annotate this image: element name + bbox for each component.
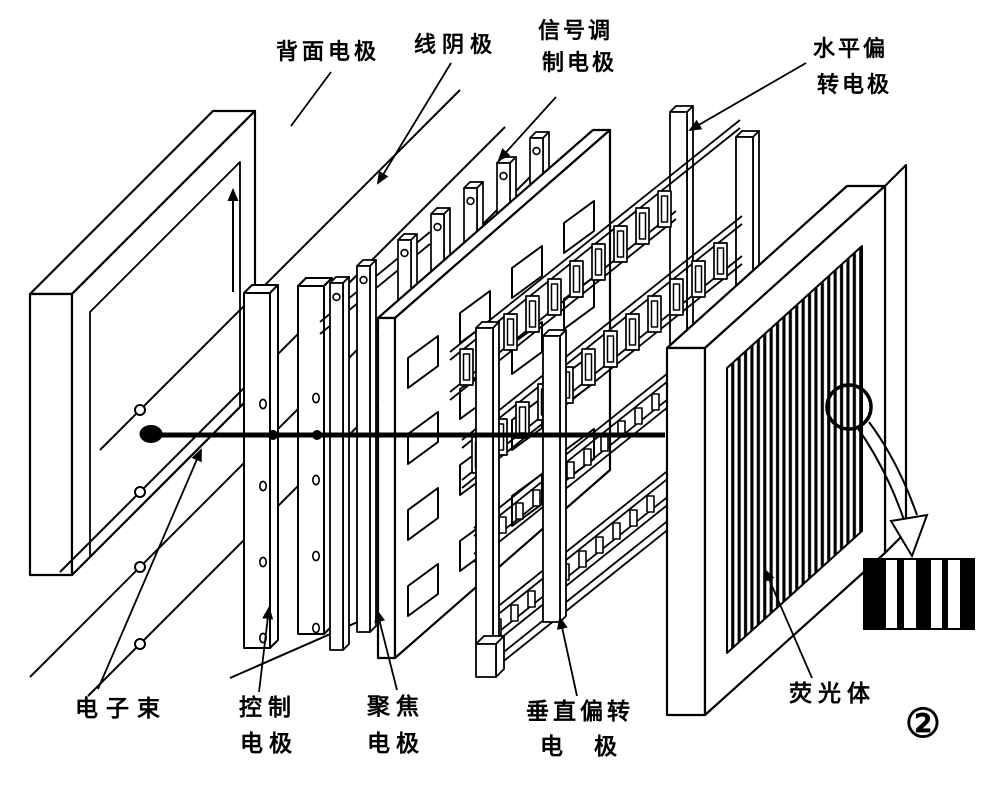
leader-signal-modulation <box>497 96 557 162</box>
magnifier-callout <box>825 383 929 559</box>
beam-spot <box>139 425 163 443</box>
label-signal-modulation-line2: 制电极 <box>542 50 618 76</box>
focusing-electrode-plate <box>376 128 612 660</box>
leader-focusing-electrode <box>374 609 398 691</box>
beam-dot <box>312 430 322 440</box>
label-horizontal-deflection-line1: 水平偏 <box>813 36 889 62</box>
leader-horizontal-deflection <box>688 62 807 132</box>
screen-front-edge <box>665 346 707 717</box>
label-focusing-electrode-line2: 电极 <box>367 730 425 757</box>
leader-control-electrode <box>258 606 274 693</box>
wire-end <box>134 404 146 416</box>
label-control-electrode-line1: 控制 <box>239 694 297 721</box>
label-signal-modulation-line1: 信号调 <box>538 18 614 44</box>
leader-lines <box>97 62 813 697</box>
signal-modulation-comb <box>319 131 550 651</box>
cathode-wire <box>59 126 506 573</box>
phosphor-stripes <box>726 245 863 654</box>
electron-beam <box>139 425 665 443</box>
focus-plate-front-edge <box>376 316 397 660</box>
beam-dot <box>268 430 278 440</box>
label-wire-cathode: 线阴极 <box>414 32 499 58</box>
vertical-deflection-comb <box>473 281 801 678</box>
leader-back-electrode <box>290 71 332 127</box>
back-electrode-panel <box>28 109 257 577</box>
label-horizontal-deflection-line2: 转电极 <box>817 72 893 98</box>
leader-wire-cathode <box>376 62 452 185</box>
label-electron-beam: 电子束 <box>75 695 168 722</box>
wire-end <box>134 486 146 498</box>
figure-number-badge: ② <box>905 700 941 747</box>
phosphor-screen <box>665 163 908 717</box>
cathode-wire <box>99 89 461 451</box>
label-back-electrode: 背面电极 <box>276 39 381 65</box>
label-vertical-deflection-line2: 电 极 <box>540 733 621 760</box>
leader-vertical-deflection <box>556 616 578 697</box>
screen-right-band <box>883 163 908 555</box>
focus-plate-face <box>393 128 612 660</box>
control-electrode-slats <box>243 277 333 649</box>
back-panel-front-edge <box>28 292 74 577</box>
label-control-electrode-line2: 电极 <box>240 730 298 757</box>
hollow-arrowhead <box>889 513 929 559</box>
leader-phosphor <box>764 568 813 679</box>
wire-end <box>134 638 146 650</box>
label-vertical-deflection-line1: 垂直偏转 <box>526 698 634 725</box>
phosphor-stripe-detail <box>863 558 975 630</box>
back-panel-inner-border <box>89 161 241 558</box>
label-focusing-electrode-line1: 聚焦 <box>367 693 425 720</box>
wire-end <box>134 561 146 573</box>
leader-electron-beam <box>97 448 202 690</box>
label-phosphor: 荧光体 <box>789 680 876 707</box>
magnifier-circle <box>825 383 873 431</box>
